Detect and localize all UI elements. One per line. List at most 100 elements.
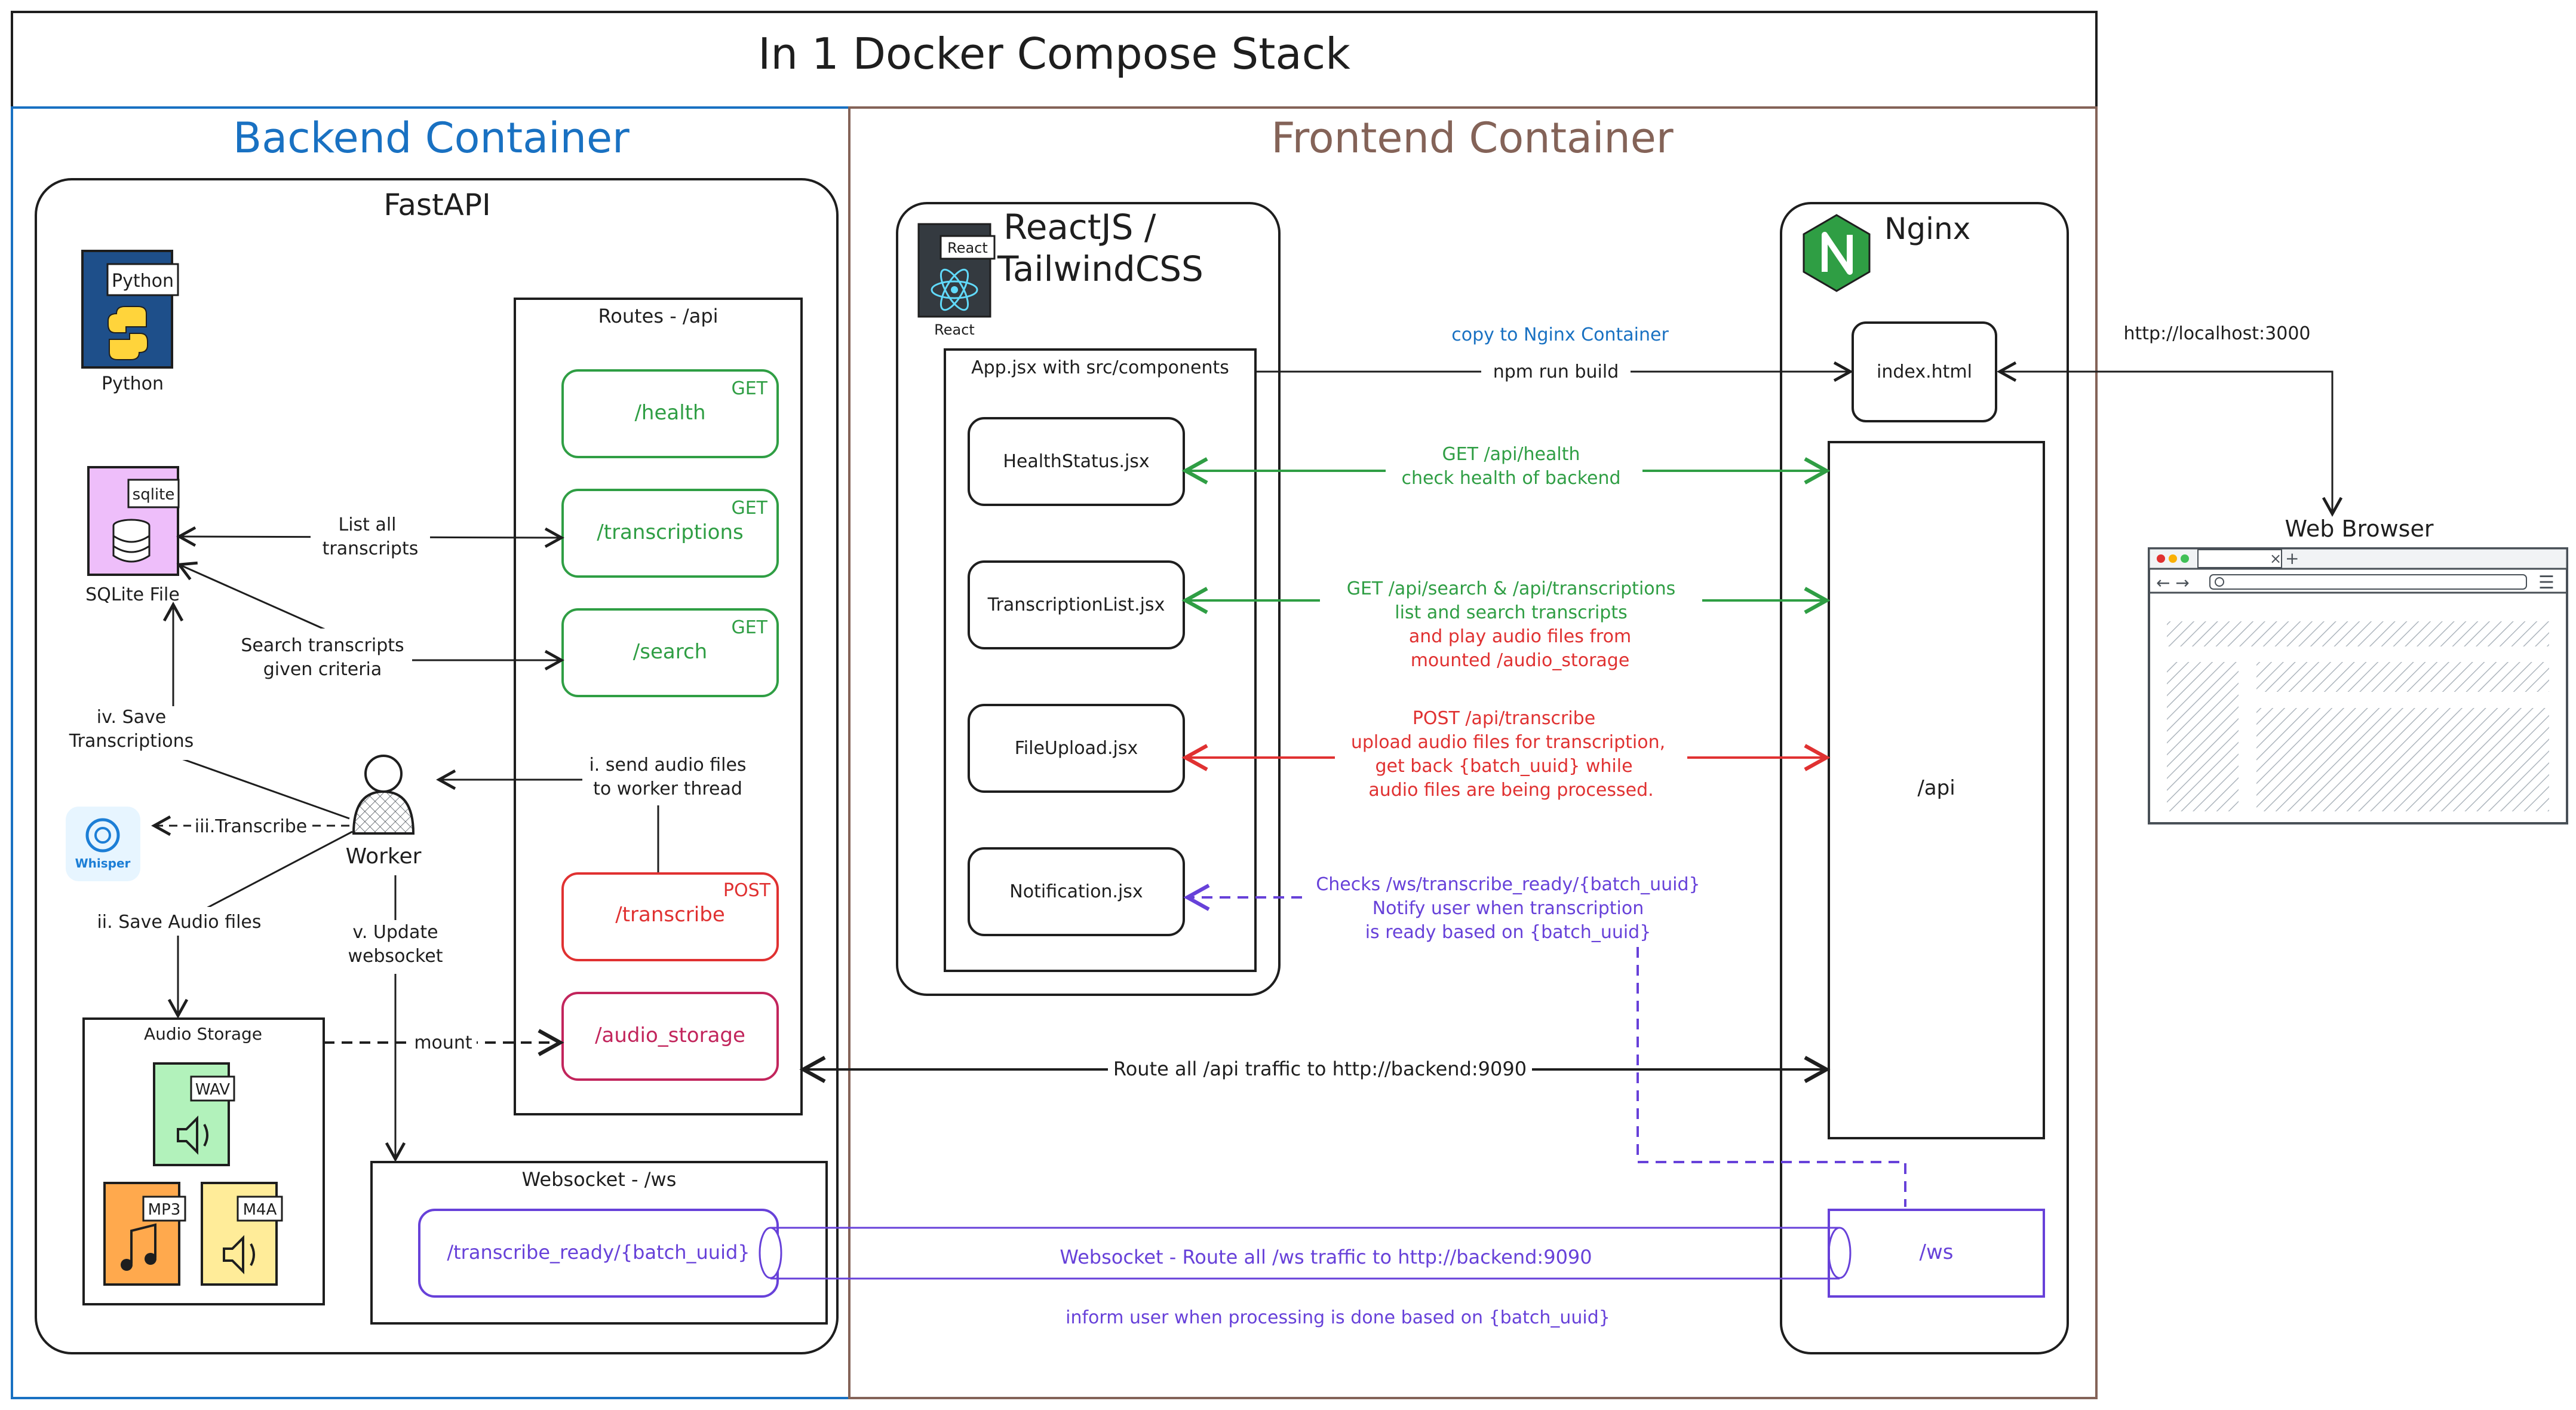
worker-icon: Worker xyxy=(346,755,422,869)
component-label: TranscriptionList.jsx xyxy=(987,594,1165,615)
wav-badge: WAV xyxy=(195,1081,230,1099)
component-label: HealthStatus.jsx xyxy=(1003,451,1149,472)
app-box xyxy=(944,348,1257,972)
back-forward-icon: ← → xyxy=(2156,573,2190,593)
fastapi-label: FastAPI xyxy=(383,188,491,222)
route-ws-label: Websocket - Route all /ws traffic to htt… xyxy=(1060,1246,1592,1268)
route-path: /health xyxy=(634,401,705,425)
audio-storage-box: Audio Storage WAV MP3 M4A xyxy=(82,1017,325,1305)
update-ws-label-1: v. Update xyxy=(352,922,438,943)
search-label-2: given criteria xyxy=(263,659,382,680)
frontend-container xyxy=(848,106,2098,1399)
routes-box: Routes - /api GET /health GET /transcrip… xyxy=(514,298,803,1115)
component-transcription-list[interactable]: TranscriptionList.jsx xyxy=(968,560,1185,649)
routes-title: Routes - /api xyxy=(598,305,718,327)
m4a-badge: M4A xyxy=(243,1201,277,1219)
docker-compose-stack: In 1 Docker Compose Stack Backend Contai… xyxy=(11,11,2098,1399)
websocket-tube xyxy=(759,1227,1852,1280)
nginx-title: Nginx xyxy=(1884,212,1970,246)
react-box: React React ReactJS / TailwindCSS App.js… xyxy=(896,202,1281,996)
websocket-title: Websocket - /ws xyxy=(522,1168,677,1191)
route-transcriptions[interactable]: GET /transcriptions xyxy=(561,489,779,578)
react-icon: React React xyxy=(917,223,996,338)
transcribe-label-1: POST /api/transcribe xyxy=(1413,708,1595,729)
web-browser-icon: Web Browser × + ← → ☰ xyxy=(2148,516,2568,824)
wav-file-icon: WAV xyxy=(153,1062,235,1166)
notify-label-1: Checks /ws/transcribe_ready/{batch_uuid} xyxy=(1316,874,1700,895)
route-method: GET xyxy=(731,378,767,399)
route-path: /audio_storage xyxy=(595,1023,745,1047)
sqlite-badge: sqlite xyxy=(133,486,175,504)
browser-label: Web Browser xyxy=(2285,516,2434,542)
route-path: /search xyxy=(633,640,707,664)
sqlite-icon: sqlite SQLite File xyxy=(85,466,180,605)
send-audio-label-1: i. send audio files xyxy=(589,755,746,776)
ws-route-transcribe-ready[interactable]: /transcribe_ready/{batch_uuid} xyxy=(418,1209,779,1298)
audio-storage-title: Audio Storage xyxy=(144,1024,262,1044)
update-ws-label-2: websocket xyxy=(348,946,443,967)
route-health[interactable]: GET /health xyxy=(561,369,779,458)
python-badge: Python xyxy=(112,271,174,292)
nginx-api-label: /api xyxy=(1917,776,1955,800)
component-label: Notification.jsx xyxy=(1009,881,1143,902)
index-label: index.html xyxy=(1877,361,1972,382)
nginx-ws-label: /ws xyxy=(1920,1240,1954,1264)
browser-connector: http://localhost:3000 xyxy=(1997,320,2343,517)
notify-label-2: Notify user when transcription xyxy=(1373,898,1644,919)
inform-label: inform user when processing is done base… xyxy=(1066,1307,1610,1328)
tab-close-icon: × xyxy=(2270,550,2282,567)
save-transcriptions-label-2: Transcriptions xyxy=(69,731,194,752)
search-red-label-1: and play audio files from xyxy=(1409,626,1631,647)
search-green-label-1: GET /api/search & /api/transcriptions xyxy=(1347,578,1676,599)
nginx-index-html[interactable]: index.html xyxy=(1852,321,1997,422)
react-title-1: ReactJS / xyxy=(1003,207,1156,247)
frontend-connectors: copy to Nginx Container npm run build GE… xyxy=(759,324,1906,1328)
route-method: GET xyxy=(731,498,767,519)
frontend-container-title: Frontend Container xyxy=(1271,114,1673,163)
backend-connectors: List all transcripts Search transcripts … xyxy=(60,511,756,1162)
transcribe-label-2: upload audio files for transcription, xyxy=(1351,732,1665,753)
component-file-upload[interactable]: FileUpload.jsx xyxy=(968,704,1185,793)
component-notification[interactable]: Notification.jsx xyxy=(968,847,1185,936)
route-api-label: Route all /api traffic to http://backend… xyxy=(1113,1058,1527,1080)
whisper-label: Whisper xyxy=(75,856,131,870)
notify-label-3: is ready based on {batch_uuid} xyxy=(1365,922,1651,943)
python-label: Python xyxy=(102,373,164,394)
route-method: GET xyxy=(731,617,767,638)
transcribe-label: iii.Transcribe xyxy=(195,816,307,837)
list-all-label-1: List all xyxy=(338,514,396,535)
route-transcribe[interactable]: POST /transcribe xyxy=(561,872,779,961)
copy-label: copy to Nginx Container xyxy=(1451,324,1669,345)
list-all-label-2: transcripts xyxy=(323,538,419,559)
websocket-box: Websocket - /ws /transcribe_ready/{batch… xyxy=(370,1161,828,1325)
transcribe-label-3: get back {batch_uuid} while xyxy=(1375,756,1632,777)
fastapi-box: FastAPI xyxy=(35,178,839,1354)
save-audio-label: ii. Save Audio files xyxy=(97,912,261,933)
route-path: /transcriptions xyxy=(597,520,743,544)
route-search[interactable]: GET /search xyxy=(561,608,779,697)
transcribe-label-4: audio files are being processed. xyxy=(1368,780,1653,801)
ws-route-path: /transcribe_ready/{batch_uuid} xyxy=(447,1241,750,1264)
mount-label: mount xyxy=(414,1032,472,1053)
search-label-1: Search transcripts xyxy=(241,635,404,656)
save-transcriptions-label-1: iv. Save xyxy=(97,707,166,728)
health-label-1: GET /api/health xyxy=(1442,444,1580,465)
mp3-badge: MP3 xyxy=(148,1201,181,1219)
backend-container-title: Backend Container xyxy=(233,114,630,163)
whisper-icon: Whisper xyxy=(66,807,140,881)
component-label: FileUpload.jsx xyxy=(1015,738,1138,759)
nginx-api-box[interactable] xyxy=(1828,441,2045,1139)
route-audio-storage[interactable]: /audio_storage xyxy=(561,992,779,1081)
build-label: npm run build xyxy=(1493,361,1619,382)
react-badge: React xyxy=(947,240,988,256)
component-health-status[interactable]: HealthStatus.jsx xyxy=(968,417,1185,506)
stack-title: In 1 Docker Compose Stack xyxy=(758,29,1350,79)
route-path: /transcribe xyxy=(615,903,724,927)
new-tab-icon: + xyxy=(2285,548,2299,568)
nginx-box: Nginx index.html /api /ws xyxy=(1780,202,2069,1354)
m4a-file-icon: M4A xyxy=(201,1182,283,1286)
worker-label: Worker xyxy=(346,844,422,869)
mp3-file-icon: MP3 xyxy=(103,1182,186,1286)
react-title-2: TailwindCSS xyxy=(997,249,1203,289)
